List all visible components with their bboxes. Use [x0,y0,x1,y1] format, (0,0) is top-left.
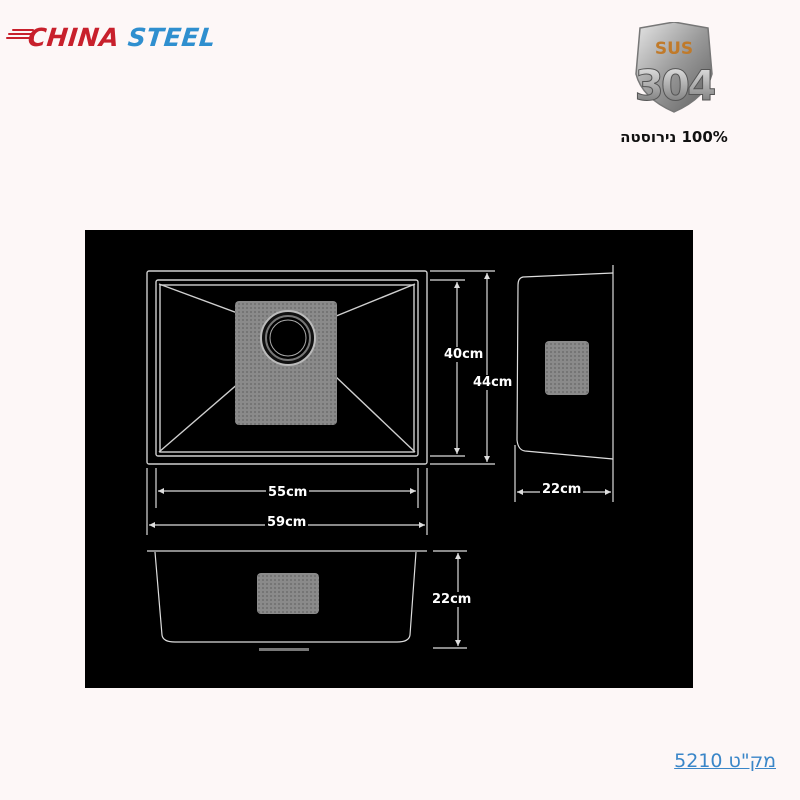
side-view-grid-mat [545,341,589,395]
shield-icon: SUS 304 [634,21,719,113]
drain-icon [260,310,316,366]
dim-front-height: 22cm [430,592,474,607]
svg-text:SUS: SUS [655,39,693,59]
china-steel-logo: CHINA STEEL [6,22,218,52]
stainless-percentage-caption: 100% נירוסטה [620,128,728,146]
logo-text-china: CHINA [26,22,121,52]
sink-technical-drawing [146,265,614,651]
dim-outer-width: 59cm [265,515,309,530]
logo-text-steel: STEEL [126,22,218,52]
dim-inner-height: 40cm [442,347,486,362]
svg-text:304: 304 [635,61,715,110]
sink-dimensions-diagram: 40cm 44cm 55cm 59cm 22cm 22cm [85,230,693,688]
front-view-grid-mat [257,573,319,614]
dim-inner-width: 55cm [266,485,310,500]
sku-link[interactable]: מק"ט 5210 [674,750,776,772]
dim-outer-height: 44cm [471,375,515,390]
sus304-shield-badge: SUS 304 [626,21,722,114]
dim-side-depth: 22cm [540,482,584,497]
speed-lines-icon [6,29,34,45]
